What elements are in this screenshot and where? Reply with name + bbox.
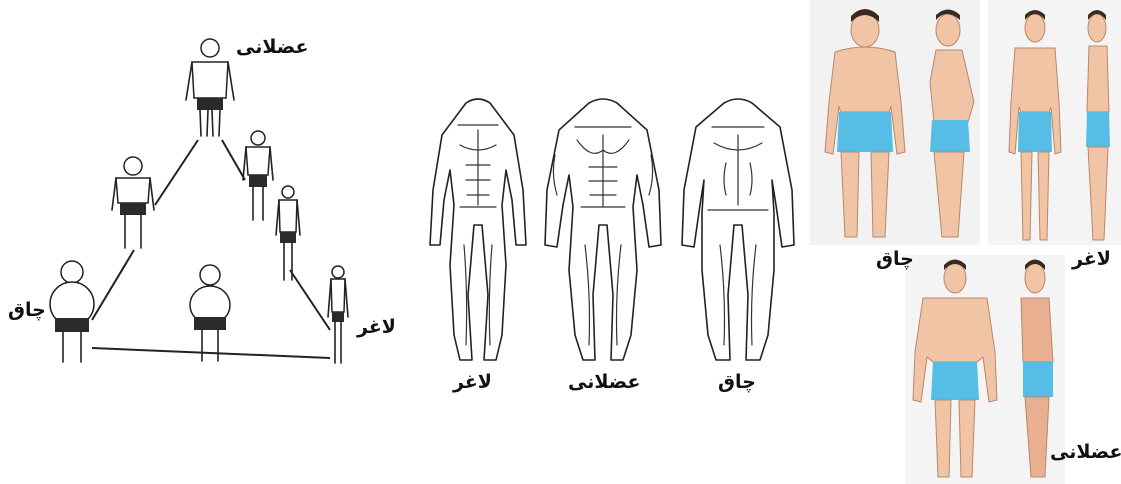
triangle-edge-left	[155, 140, 198, 205]
triangle-edge-right-lower	[290, 270, 330, 330]
outline-fat-body	[682, 99, 794, 360]
triangle-label-thin: لاغر	[357, 318, 396, 337]
figure-upper-right	[243, 131, 273, 220]
figure-base-middle	[190, 265, 230, 361]
outline-bodies-svg	[415, 95, 815, 415]
triangle-base	[92, 348, 330, 358]
figure-thin-corner	[328, 266, 348, 363]
outline-muscular-body	[545, 99, 661, 360]
figure-mid-right	[276, 186, 300, 280]
somatotype-triangle-svg	[0, 0, 410, 484]
triangle-edge-right	[222, 140, 245, 180]
photo-label-thin: لاغر	[1072, 250, 1111, 269]
triangle-label-fat: چاق	[8, 301, 46, 320]
photo-bodies-svg	[810, 0, 1121, 484]
somatotype-triangle-panel: عضلانی چاق لاغر	[0, 0, 410, 484]
photo-bodies-panel: چاق لاغر عضلانی	[810, 0, 1121, 484]
outline-label-muscular: عضلانی	[568, 373, 640, 392]
figure-upper-left	[112, 157, 154, 248]
triangle-label-muscular: عضلانی	[236, 38, 308, 57]
photo-label-fat: چاق	[876, 250, 914, 269]
photo-label-muscular: عضلانی	[1050, 443, 1121, 462]
outline-label-thin: لاغر	[453, 373, 492, 392]
triangle-edge-left-lower	[92, 250, 134, 320]
outline-label-fat: چاق	[718, 373, 756, 392]
figure-fat-corner	[50, 261, 94, 362]
figure-muscular-apex	[186, 39, 234, 136]
outline-thin-body	[430, 99, 526, 360]
outline-bodies-panel: لاغر عضلانی چاق	[415, 95, 815, 415]
